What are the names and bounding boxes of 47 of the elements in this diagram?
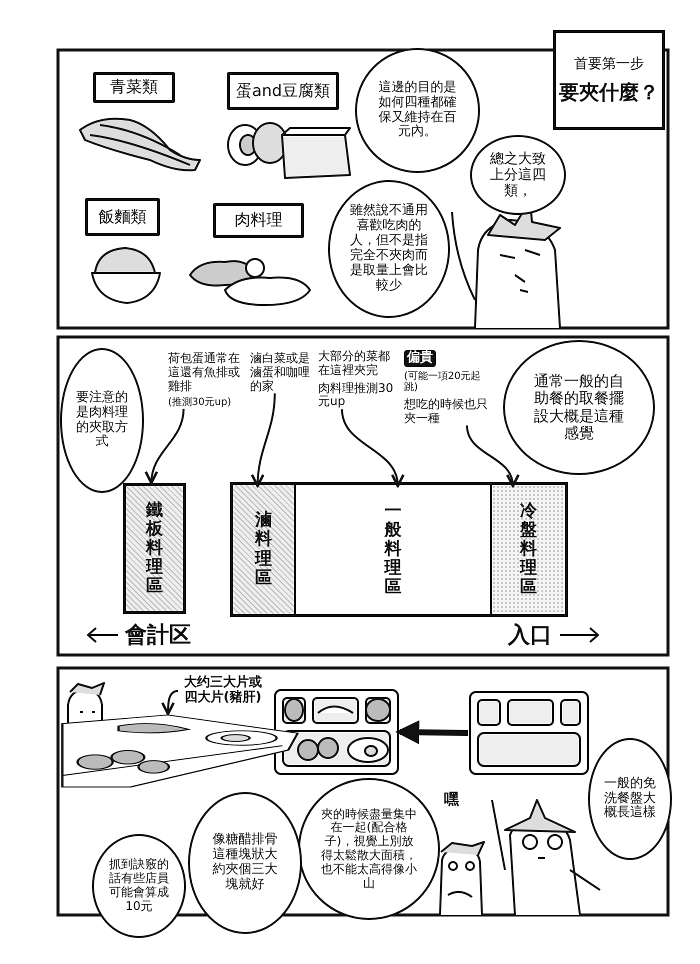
category-label [85, 198, 160, 236]
empty-tray-drawing [468, 690, 590, 776]
arrow [251, 393, 276, 488]
bubble-text: 總之大致上分這四類， [489, 150, 547, 200]
price-tag: 偏貴 [404, 350, 436, 367]
section-label: 鐵板料理區 [144, 500, 164, 596]
section-label: 冷盤料理區 [518, 502, 538, 598]
bubble-text: 抓到訣竅的話有些店員可能會算成10元 [108, 858, 170, 914]
category-label [213, 203, 304, 238]
arrow [145, 408, 185, 484]
category-label [93, 72, 175, 103]
handwritten-note: 大约三大片或四大片(豬肝) [183, 676, 263, 706]
direction-label: 會計区 [125, 622, 191, 650]
speech-bubble [298, 778, 440, 920]
bubble-text: 通常一般的自助餐的取餐擺設大概是這種感覺 [533, 373, 625, 442]
note-text: 肉料理推測30元up [318, 382, 394, 410]
counter-section [233, 485, 294, 614]
section-label: 一般料理區 [383, 502, 402, 598]
title-text: 要夾什麼？ [559, 80, 659, 104]
note-text: 滷白菜或是滷蛋和咖哩的家 [250, 352, 311, 394]
bubble-text: 雖然說不通用喜歡吃肉的人，但不是指完全不夾肉而是取量上會比較少 [349, 204, 429, 294]
bubble-text: 一般的免洗餐盤大概長這樣 [603, 776, 657, 822]
bubble-text: 夾的時候盡量集中在一起(配合格子)，視覺上別放得太鬆散大面積，也不能太高得像小山 [321, 808, 417, 890]
counter-section [490, 485, 565, 614]
section-label: 滷料理區 [254, 511, 273, 588]
bubble-text: 這邊的目的是如何四種都確保又維持在百元內。 [378, 80, 458, 140]
note-text: (可能一項20元起跳) [404, 370, 482, 394]
tray-closeup-drawing [60, 714, 300, 788]
arrow [395, 720, 468, 744]
label-text: 肉料理 [234, 211, 282, 230]
counter-section [123, 483, 186, 614]
bubble-text: 要注意的是肉料理的夾取方式 [75, 390, 129, 450]
food-counter [230, 482, 568, 617]
category-label [227, 72, 339, 110]
subtitle-text: 首要第一步 [574, 56, 644, 73]
bubble-text: 像糖醋排骨這種塊狀大約夾個三大塊就好 [212, 833, 278, 893]
title-box [553, 30, 665, 130]
direction-label: 入口 [508, 622, 552, 650]
note-text: 荷包蛋通常在這還有魚排或雞排 [168, 352, 241, 394]
label-text: 青菜類 [110, 78, 158, 97]
note-text: 想吃的時候也只夾一種 [404, 398, 489, 426]
label-text: 飯麵類 [98, 208, 146, 226]
sound-effect: 嘿 [444, 790, 459, 809]
label-text: 蛋and豆腐類 [236, 82, 330, 100]
note-text: 大部分的菜都在這裡夾完 [318, 350, 391, 378]
note-text: (推測30元up) [168, 397, 232, 409]
filled-tray-drawing [273, 688, 400, 776]
